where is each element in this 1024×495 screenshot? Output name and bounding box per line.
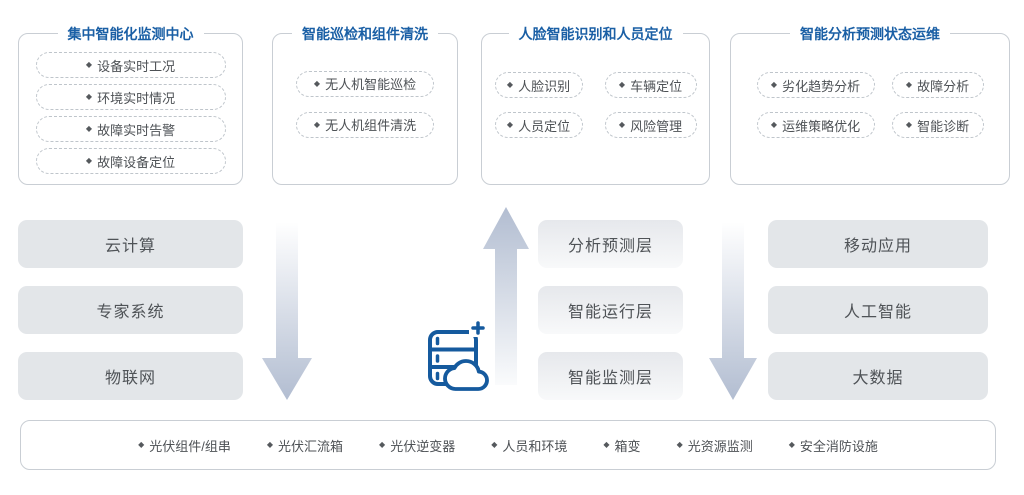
pill-grid: ◆ 劣化趋势分析 ◆ 故障分析 ◆ 运维策略优化 ◆ 智能诊断 <box>731 34 1009 184</box>
device-item: ◆ 人员和环境 <box>491 436 567 455</box>
feature-pill: ◆ 劣化趋势分析 <box>756 72 875 98</box>
device-label: 光伏逆变器 <box>390 438 456 454</box>
diamond-bullet-icon: ◆ <box>770 120 778 129</box>
feature-label: 故障实时告警 <box>97 122 176 138</box>
device-label: 箱变 <box>614 438 641 454</box>
diamond-bullet-icon: ◆ <box>491 440 498 449</box>
device-layer-bar: ◆ 光伏组件/组串 ◆ 光伏汇流箱 ◆ 光伏逆变器 ◆ 人员和环境 ◆ 箱变 ◆ 光资源监测… <box>20 420 996 470</box>
diamond-bullet-icon: ◆ <box>905 120 913 129</box>
device-item: ◆ 箱变 <box>603 436 640 455</box>
device-label: 光伏汇流箱 <box>278 438 344 454</box>
feature-label: 设备实时工况 <box>97 58 176 74</box>
device-item: ◆ 光伏汇流箱 <box>267 436 343 455</box>
feature-label: 智能诊断 <box>917 118 970 134</box>
feature-label: 无人机智能巡检 <box>325 77 417 92</box>
diamond-bullet-icon: ◆ <box>266 440 274 449</box>
tech-box-big-data: 大数据 <box>768 352 988 400</box>
layer-box-operation: 智能运行层 <box>538 286 683 334</box>
device-label: 光资源监测 <box>687 438 753 454</box>
diamond-bullet-icon: ◆ <box>618 120 626 129</box>
tech-box-expert-system: 专家系统 <box>18 286 243 334</box>
panel-title: 智能分析预测状态运维 <box>790 24 950 44</box>
feature-pill: ◆ 人员定位 <box>494 112 583 138</box>
feature-pill: ◆ 人脸识别 <box>494 72 583 98</box>
diamond-bullet-icon: ◆ <box>85 60 93 69</box>
diamond-bullet-icon: ◆ <box>379 440 386 449</box>
feature-label: 故障分析 <box>917 78 970 94</box>
device-label: 安全消防设施 <box>799 438 878 454</box>
feature-pill: ◆ 设备实时工况 <box>35 52 226 78</box>
diamond-bullet-icon: ◆ <box>313 78 321 88</box>
feature-pill: ◆ 智能诊断 <box>891 112 984 138</box>
tech-box-ai: 人工智能 <box>768 286 988 334</box>
feature-pill: ◆ 环境实时情况 <box>35 84 226 110</box>
panel-predictive-maintenance: 智能分析预测状态运维 ◆ 劣化趋势分析 ◆ 故障分析 ◆ 运维策略优化 ◆ 智能诊断 <box>730 24 1010 185</box>
feature-label: 无人机组件清洗 <box>325 118 417 133</box>
diamond-bullet-icon: ◆ <box>85 156 93 165</box>
diamond-bullet-icon: ◆ <box>676 440 683 449</box>
diamond-bullet-icon: ◆ <box>85 92 93 101</box>
feature-pill: ◆ 故障设备定位 <box>35 148 226 174</box>
pill-stack: ◆ 无人机智能巡检 ◆ 无人机组件清洗 <box>273 34 457 184</box>
diamond-bullet-icon: ◆ <box>138 440 145 449</box>
layer-box-analysis: 分析预测层 <box>538 220 683 268</box>
server-cloud-icon <box>428 321 489 391</box>
diamond-bullet-icon: ◆ <box>313 119 321 129</box>
device-label: 人员和环境 <box>502 438 568 454</box>
panel-monitoring-center: 集中智能化监测中心 ◆ 设备实时工况 ◆ 环境实时情况 ◆ 故障实时告警 ◆ 故障设备定… <box>18 24 243 185</box>
feature-pill: ◆ 无人机智能巡检 <box>296 70 434 97</box>
panel-drone-inspection: 智能巡检和组件清洗 ◆ 无人机智能巡检 ◆ 无人机组件清洗 <box>272 24 458 185</box>
feature-pill: ◆ 故障实时告警 <box>35 116 226 142</box>
feature-pill: ◆ 故障分析 <box>891 72 984 98</box>
diamond-bullet-icon: ◆ <box>618 80 626 89</box>
device-item: ◆ 安全消防设施 <box>789 436 878 455</box>
feature-label: 人脸识别 <box>518 78 571 94</box>
up-arrow-icon <box>483 207 529 385</box>
feature-pill: ◆ 风险管理 <box>604 112 697 138</box>
diamond-bullet-icon: ◆ <box>788 440 795 449</box>
device-item: ◆ 光资源监测 <box>677 436 753 455</box>
feature-label: 车辆定位 <box>630 78 683 94</box>
layer-box-monitoring: 智能监测层 <box>538 352 683 400</box>
device-label: 光伏组件/组串 <box>149 438 231 454</box>
diamond-bullet-icon: ◆ <box>506 120 514 129</box>
panel-title: 智能巡检和组件清洗 <box>292 24 438 44</box>
device-item: ◆ 光伏逆变器 <box>379 436 455 455</box>
feature-label: 故障设备定位 <box>97 154 176 170</box>
diamond-bullet-icon: ◆ <box>905 80 913 89</box>
feature-label: 劣化趋势分析 <box>782 78 861 94</box>
down-arrow-icon <box>709 222 757 400</box>
diamond-bullet-icon: ◆ <box>603 440 610 449</box>
tech-box-mobile-app: 移动应用 <box>768 220 988 268</box>
panel-face-recognition: 人脸智能识别和人员定位 ◆ 人脸识别 ◆ 车辆定位 ◆ 人员定位 ◆ 风险管理 <box>481 24 710 185</box>
feature-pill: ◆ 无人机组件清洗 <box>296 111 434 138</box>
feature-label: 风险管理 <box>630 118 683 134</box>
tech-box-cloud-computing: 云计算 <box>18 220 243 268</box>
device-item: ◆ 光伏组件/组串 <box>138 436 231 455</box>
pill-grid: ◆ 人脸识别 ◆ 车辆定位 ◆ 人员定位 ◆ 风险管理 <box>482 34 709 184</box>
diamond-bullet-icon: ◆ <box>770 80 778 89</box>
diamond-bullet-icon: ◆ <box>506 80 514 89</box>
tech-box-iot: 物联网 <box>18 352 243 400</box>
panel-title: 集中智能化监测中心 <box>57 24 204 44</box>
feature-label: 运维策略优化 <box>782 118 861 134</box>
feature-pill: ◆ 车辆定位 <box>604 72 697 98</box>
diamond-bullet-icon: ◆ <box>85 124 93 133</box>
down-arrow-icon <box>262 222 312 400</box>
panel-title: 人脸智能识别和人员定位 <box>508 24 683 44</box>
feature-label: 环境实时情况 <box>97 90 176 106</box>
feature-pill: ◆ 运维策略优化 <box>756 112 875 138</box>
pill-stack: ◆ 设备实时工况 ◆ 环境实时情况 ◆ 故障实时告警 ◆ 故障设备定位 <box>19 34 242 174</box>
feature-label: 人员定位 <box>518 118 571 134</box>
